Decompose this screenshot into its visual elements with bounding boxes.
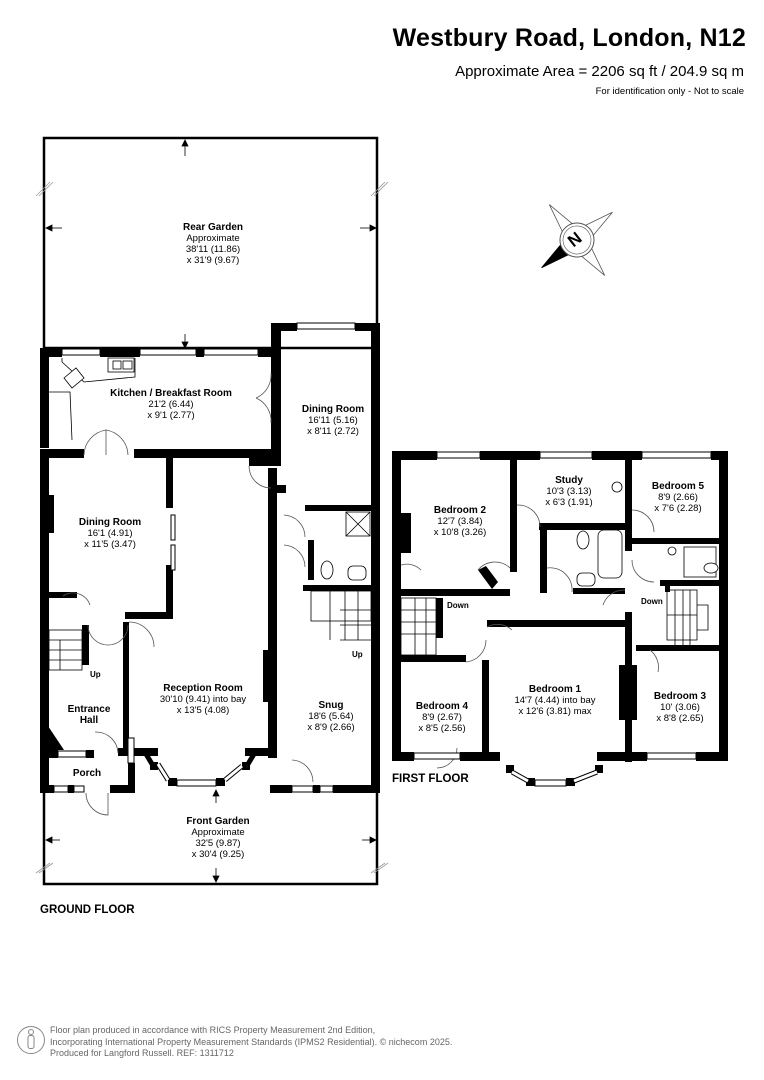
stair-up-label: Up <box>352 650 363 659</box>
first-floor-label: FIRST FLOOR <box>392 773 469 785</box>
room-kitchen-breakfast: Kitchen / Breakfast Room 21'2 (6.44) x 9… <box>110 388 232 421</box>
room-bedroom-1: Bedroom 1 14'7 (4.44) into bay x 12'6 (3… <box>514 684 596 717</box>
room-rear-garden: Rear Garden Approximate 38'11 (11.86) x … <box>182 222 244 266</box>
room-dining-room-rear: Dining Room 16'11 (5.16) x 8'11 (2.72) <box>301 404 365 437</box>
approximate-area: Approximate Area = 2206 sq ft / 204.9 sq… <box>455 63 744 80</box>
room-entrance-hall: Entrance Hall <box>67 704 111 726</box>
ground-floor-fixtures <box>48 357 372 671</box>
first-floor-fixtures <box>400 481 719 656</box>
room-reception: Reception Room 30'10 (9.41) into bay x 1… <box>159 683 247 716</box>
room-study: Study 10'3 (3.13) x 6'3 (1.91) <box>545 475 593 508</box>
ground-floor-label: GROUND FLOOR <box>40 904 135 916</box>
compass-rose-icon <box>541 204 613 276</box>
footer-credits: Floor plan produced in accordance with R… <box>50 1025 452 1060</box>
ground-floor-solid-walls <box>40 323 380 793</box>
dimension-arrows <box>45 139 377 883</box>
room-snug: Snug 18'6 (5.64) x 8'9 (2.66) <box>307 700 355 733</box>
room-bedroom-5: Bedroom 5 8'9 (2.66) x 7'6 (2.28) <box>651 481 705 514</box>
page-title: Westbury Road, London, N12 <box>392 24 746 52</box>
stair-down-label: Down <box>447 601 469 610</box>
room-bedroom-2: Bedroom 2 12'7 (3.84) x 10'8 (3.26) <box>433 505 487 538</box>
first-floor-solid-walls <box>392 451 728 786</box>
stair-down-label: Down <box>641 597 663 606</box>
room-front-garden: Front Garden Approximate 32'5 (9.87) x 3… <box>186 816 250 860</box>
room-bedroom-4: Bedroom 4 8'9 (2.67) x 8'5 (2.56) <box>415 701 469 734</box>
room-bedroom-3: Bedroom 3 10' (3.06) x 8'8 (2.65) <box>653 691 707 724</box>
disclaimer: For identification only - Not to scale <box>595 86 744 97</box>
room-dining-room: Dining Room 16'1 (4.91) x 11'5 (3.47) <box>78 517 142 550</box>
footer-line-2: Incorporating International Property Mea… <box>50 1036 453 1047</box>
person-icon <box>17 1026 45 1054</box>
room-porch: Porch <box>72 768 102 779</box>
footer-line-1: Floor plan produced in accordance with R… <box>50 1025 376 1035</box>
first-floor-doors <box>400 504 659 673</box>
first-floor-windows <box>413 451 712 787</box>
ground-floor-doors <box>62 372 458 816</box>
ground-floor-windows <box>53 322 356 793</box>
footer-line-3: Produced for Langford Russell. REF: 1311… <box>50 1048 234 1058</box>
ground-floor-walls <box>42 136 379 886</box>
stair-up-label: Up <box>90 670 101 679</box>
boundary-break-marks <box>35 181 389 874</box>
